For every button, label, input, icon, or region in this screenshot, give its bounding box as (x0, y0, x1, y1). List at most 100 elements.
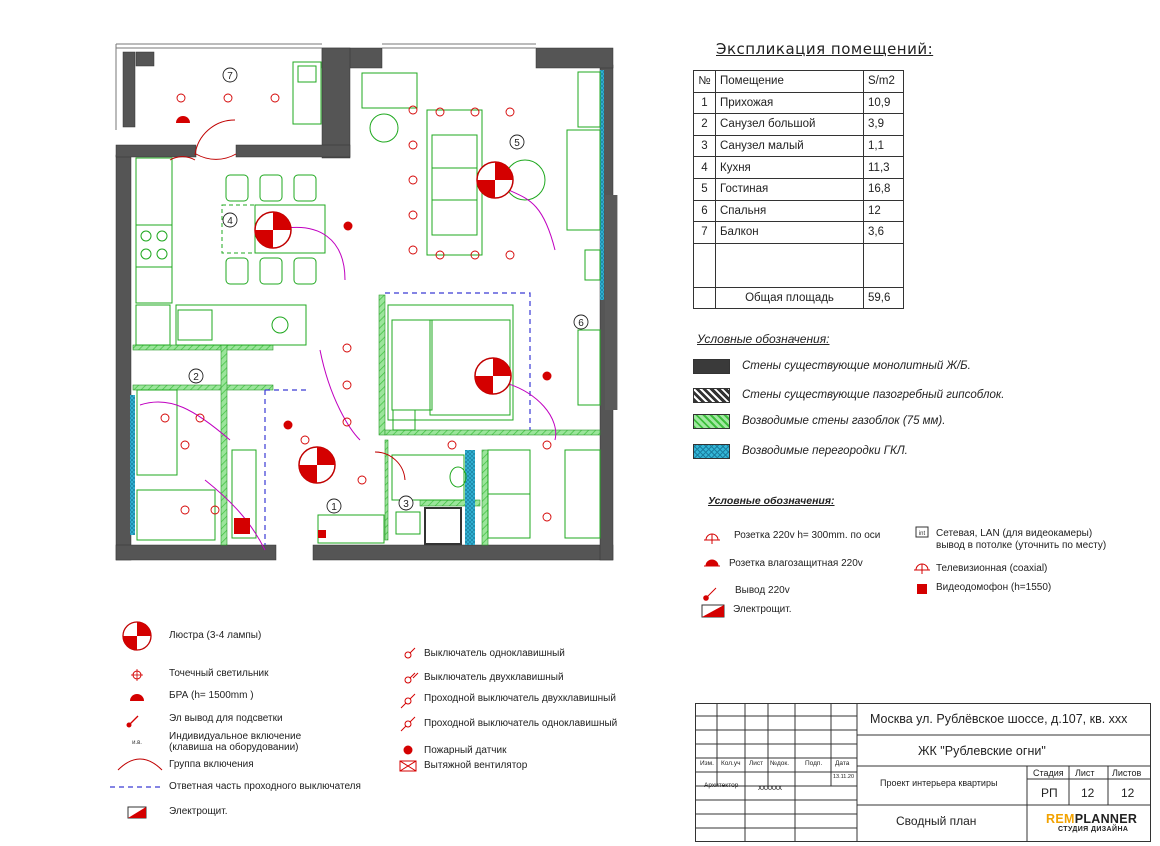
gkl-swatch (693, 443, 730, 459)
lan-legend-label-2: вывод в потолке (уточнить по месту) (936, 540, 1107, 551)
light-legend-item: Люстра (3-4 лампы) (163, 630, 261, 641)
switch-legend-item: Вытяжной вентилятор (418, 760, 527, 771)
room-number-4: 4 (227, 216, 233, 227)
wall-legend-label: Стены существующие пазогребный гипсоблок… (742, 389, 1005, 401)
row-num: 1 (693, 91, 716, 115)
title-block-grid (695, 703, 1151, 842)
total-value: 59,6 (863, 286, 904, 310)
stamp-col-date: Дата (835, 760, 850, 767)
socket-legend-item: Вывод 220v (729, 585, 790, 596)
balcony-sconce (176, 116, 190, 123)
stamp-col-list: Лист (749, 760, 764, 767)
tv-legend-item: Телевизионная (coaxial) (930, 563, 1047, 574)
intercom-legend-item: Видеодомофон (h=1550) (930, 582, 1051, 593)
row-num: 2 (693, 113, 716, 136)
stamp-complex: ЖК "Рублевские огни" (918, 744, 1046, 758)
table-header: № Помещение S/m2 (693, 70, 904, 93)
wall-legend-item: Стены существующие пазогребный гипсоблок… (693, 387, 1004, 403)
table-row-empty (693, 242, 904, 288)
light-legend-item: Эл вывод для подсветки (163, 713, 283, 724)
light-legend-label: Люстра (3-4 лампы) (169, 630, 262, 641)
light-legend-icons: и.в. (110, 621, 163, 819)
row-num: 6 (693, 199, 716, 223)
monolith-swatch (693, 358, 730, 374)
light-legend-item: Ответная часть проходного выключателя (163, 781, 361, 792)
socket-legend-label: Розетка 220v h= 300mm. по оси (734, 530, 881, 541)
light-legend-label: Ответная часть проходного выключателя (169, 781, 361, 792)
table-total-row: Общая площадь 59,6 (693, 286, 904, 310)
light-legend-item: Электрощит. (163, 806, 228, 817)
row-room: Гостиная (715, 177, 864, 201)
row-area: 1,1 (863, 134, 904, 158)
gkl-bath (130, 395, 135, 535)
light-legend-label: БРА (h= 1500mm ) (169, 690, 254, 701)
room-number-3: 3 (403, 499, 409, 510)
row-room: Кухня (715, 156, 864, 179)
stamp-stage-label: Стадия (1033, 768, 1064, 778)
room-number-7: 7 (227, 71, 233, 82)
stamp-sheets-label: Листов (1112, 768, 1142, 778)
wall-legend-item: Возводимые стены газоблок (75 мм). (693, 413, 945, 429)
stamp-col-sign: Подп. (805, 760, 823, 767)
light-legend-item: Точечный светильник (163, 668, 269, 679)
logo-subtitle: СТУДИЯ ДИЗАЙНА (1058, 826, 1129, 833)
switch-legend-label: Проходной выключатель одноклавишный (424, 718, 618, 729)
row-num: 3 (693, 134, 716, 158)
stamp-sheet: 12 (1081, 786, 1095, 800)
light-legend-item-2: (клавиша на оборудовании) (163, 742, 299, 753)
stamp-stage: РП (1041, 786, 1058, 800)
switch-legend-icons (399, 647, 419, 772)
gasblock-swatch (693, 413, 730, 429)
explication-title: Экспликация помещений: (716, 40, 934, 58)
light-legend-label: Электрощит. (169, 806, 228, 817)
intercom-legend-label: Видеодомофон (h=1550) (936, 582, 1052, 593)
smoke-detectors (283, 221, 552, 430)
switch-groups (139, 179, 557, 551)
row-area: 3,9 (863, 113, 904, 136)
row-area: 16,8 (863, 177, 904, 201)
new-walls (132, 294, 601, 546)
row-room: Санузел большой (715, 113, 864, 136)
intercom (318, 530, 326, 538)
chandeliers (254, 161, 514, 484)
light-legend-item: Индивидуальное включение (163, 731, 301, 742)
row-room: Прихожая (715, 91, 864, 115)
switch-legend-label: Вытяжной вентилятор (424, 760, 528, 771)
gypsum-swatch (693, 387, 730, 403)
switch-legend-item: Проходной выключатель двухклавишный (418, 693, 616, 704)
stamp-role-name: хххххх (758, 783, 782, 792)
logo-rem: REM (1046, 812, 1075, 826)
light-legend-label: Индивидуальное включение (169, 731, 302, 742)
wall-legend-item: Возводимые перегородки ГКЛ. (693, 443, 908, 459)
row-num: 4 (693, 156, 716, 179)
entrance-door (424, 507, 462, 545)
lan-legend-label: Сетевая, LAN (для видеокамеры) (936, 528, 1093, 539)
header-room: Помещение (715, 70, 864, 93)
light-legend-item: БРА (h= 1500mm ) (163, 690, 254, 701)
room-number-5: 5 (514, 138, 520, 149)
spotlights (160, 93, 552, 522)
stamp-col-kol: Кол.уч (721, 760, 741, 767)
stamp-sheets: 12 (1121, 786, 1135, 800)
room-number-6: 6 (578, 318, 584, 329)
stamp-col-doc: №док. (770, 760, 790, 767)
doors (169, 119, 406, 481)
socket-legend-label: Розетка влагозащитная 220v (729, 558, 863, 569)
stamp-sheet-title: Сводный план (896, 814, 977, 828)
wall-legend-label: Возводимые стены газоблок (75 мм). (742, 415, 946, 427)
light-legend-item: Группа включения (163, 759, 254, 770)
row-area: 11,3 (863, 156, 904, 179)
row-room: Балкон (715, 221, 864, 244)
switch-legend-item: Пожарный датчик (418, 745, 506, 756)
windows (115, 43, 618, 410)
stamp-project: Проект интерьера квартиры (880, 778, 998, 788)
wall-legend-title: Условные обозначения: (697, 332, 830, 346)
wall-legend-label: Возводимые перегородки ГКЛ. (742, 445, 908, 457)
header-num: № (693, 70, 716, 93)
